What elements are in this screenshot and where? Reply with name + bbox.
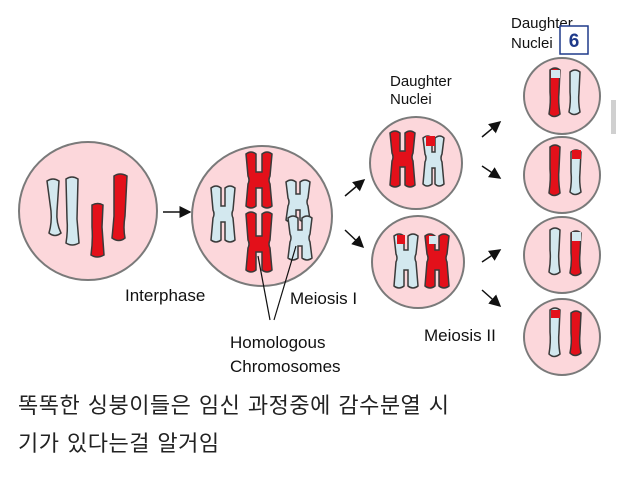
- chromosome-maternal-x: [422, 135, 445, 187]
- chromosome-paternal: [569, 310, 582, 357]
- gamete-cell-4: [523, 298, 601, 376]
- chromosome-maternal-x: [393, 233, 419, 289]
- chromosome-maternal: [548, 227, 561, 276]
- crossover-segment: [572, 150, 581, 159]
- daughter-cell-upper: [369, 116, 463, 210]
- caption-line-2: 기가 있다는걸 알거임: [18, 432, 220, 457]
- crossover-segment: [397, 235, 405, 244]
- chromosome-maternal: [65, 176, 80, 246]
- chromosome-paternal-x: [424, 233, 450, 289]
- arrow-down-right: [481, 289, 502, 307]
- arrow-down-right: [481, 165, 502, 179]
- pointer-line: [273, 245, 297, 321]
- chromosome-maternal: [210, 185, 236, 243]
- homologous-label: Homologous: [230, 333, 325, 352]
- chromosome-paternal: [569, 230, 582, 277]
- gamete-cell-2: [523, 136, 601, 214]
- chromosome-paternal: [548, 67, 561, 118]
- interphase-cell: [18, 141, 158, 281]
- caption-line-1: 똑똑한 싱붕이들은 임신 과정중에 감수분열 시: [18, 394, 450, 419]
- interphase-label: Interphase: [125, 286, 205, 305]
- arrow-up-right: [344, 179, 366, 197]
- crossover-segment: [429, 236, 437, 244]
- arrow-up-right: [481, 121, 502, 138]
- daughter-nuclei-top-label: Daughter: [511, 15, 573, 32]
- chromosomes-label: Chromosomes: [230, 357, 341, 376]
- pointer-line: [257, 255, 271, 321]
- edge-bar: [611, 100, 616, 134]
- chromosome-maternal: [46, 178, 62, 237]
- crossover-segment: [551, 70, 560, 78]
- gamete-cell-1: [523, 57, 601, 135]
- meiosis-one-label: Meiosis I: [290, 289, 357, 308]
- chromosome-paternal: [548, 144, 561, 197]
- daughter-cell-lower: [371, 215, 465, 309]
- chromosome-maternal: [287, 215, 313, 261]
- chromosome-maternal: [548, 307, 561, 358]
- page-number-badge: 6: [559, 25, 589, 55]
- meiosis-two-label: Meiosis II: [424, 326, 496, 345]
- chromosome-paternal: [245, 211, 273, 273]
- chromosome-paternal: [111, 173, 128, 242]
- crossover-segment: [551, 310, 560, 318]
- daughter-nuclei-top-label-2: Nuclei: [511, 35, 553, 52]
- gamete-cell-3: [523, 216, 601, 294]
- daughter-nuclei-mid-label-2: Nuclei: [390, 91, 432, 108]
- badge-number: 6: [569, 31, 580, 52]
- crossover-segment: [426, 136, 435, 146]
- chromosome-paternal-x: [389, 130, 416, 188]
- meiosis-one-cell: [191, 145, 333, 287]
- crossover-segment: [572, 232, 581, 241]
- arrow-down-right: [344, 229, 365, 249]
- chromosome-paternal: [245, 151, 273, 209]
- chromosome-maternal: [568, 69, 581, 116]
- arrow-up-right: [481, 249, 502, 263]
- daughter-nuclei-mid-label: Daughter: [390, 73, 452, 90]
- chromosome-paternal: [90, 202, 105, 258]
